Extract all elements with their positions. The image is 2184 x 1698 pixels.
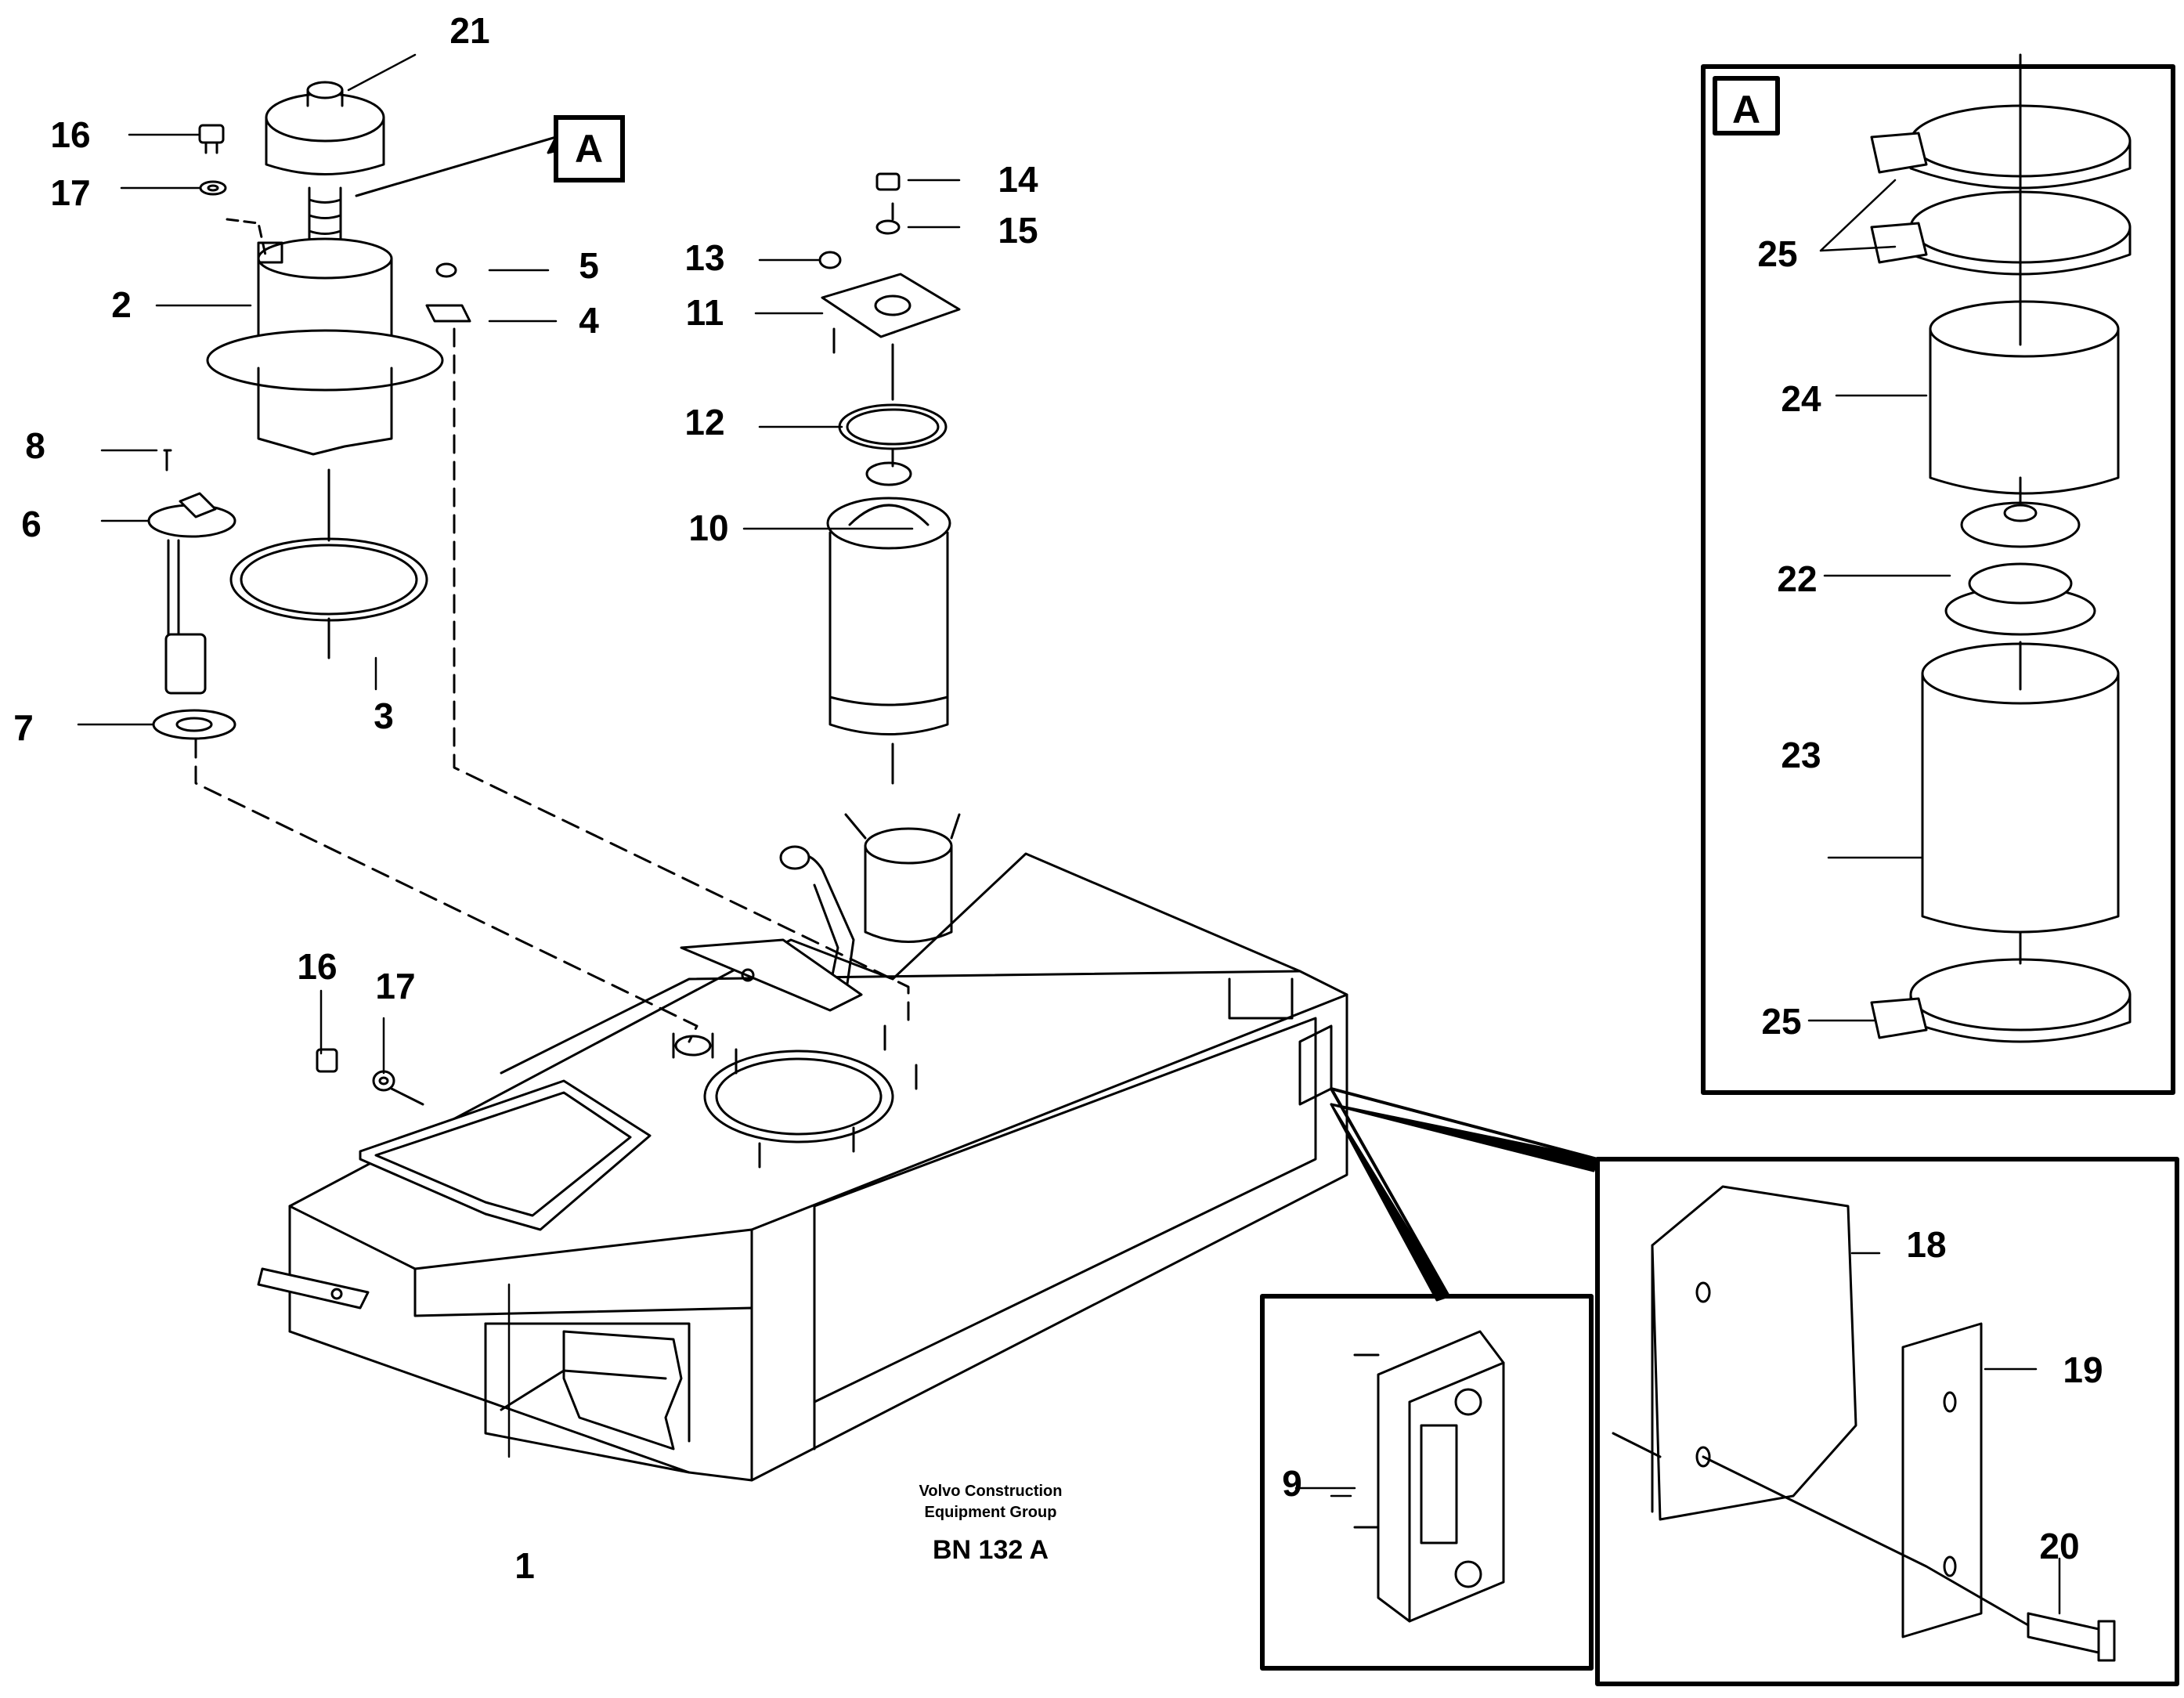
callout-10: 10 [688,508,728,548]
filler-cap-assembly [206,81,444,456]
callout-2: 2 [111,284,132,325]
bolt-16-lower [316,1048,424,1106]
callout-5: 5 [579,245,599,286]
detail-a-parts [1870,53,2132,1043]
detail-box-9 [1260,1294,1594,1671]
drawing-number: BN 132 A [933,1535,1049,1565]
detail-reference-a-label: A [575,127,603,171]
callout-8: 8 [25,425,45,466]
callout-12: 12 [684,402,724,443]
filter-assembly [818,172,961,785]
detail-box-18-20 [1595,1157,2179,1686]
callout-22: 22 [1777,558,1817,599]
callout-14: 14 [998,159,1038,200]
fuel-tank [257,813,1348,1482]
callout-6: 6 [21,504,42,544]
callout-23: 23 [1781,735,1821,775]
callout-3: 3 [374,695,394,736]
callout-21: 21 [449,10,489,51]
callout-13: 13 [684,237,724,278]
callout-4: 4 [579,300,599,341]
callout-17-lower: 17 [375,966,415,1006]
callout-labels: 1 2 3 4 5 6 7 8 9 10 11 12 13 14 15 16 1… [13,10,2103,1586]
callout-7: 7 [13,707,34,748]
gauge-9 [1353,1330,1505,1623]
detail-box-a-label: A [1732,88,1760,132]
callout-25-bottom: 25 [1761,1001,1801,1042]
detail-reference-a: A [554,115,625,182]
callout-18: 18 [1906,1224,1946,1265]
callout-15: 15 [998,210,1038,251]
callout-16-lower: 16 [297,946,337,987]
clip-4-nut-5 [425,262,471,323]
company-line-2: Equipment Group [925,1504,1057,1521]
callout-25-top: 25 [1757,233,1797,274]
callout-9: 9 [1282,1463,1302,1504]
footer: Volvo Construction Equipment Group BN 13… [919,1483,1063,1565]
callout-16-top: 16 [50,114,90,155]
gasket-3 [229,468,428,659]
leader-lines [77,53,2061,1615]
callout-24: 24 [1781,378,1821,419]
callout-19: 19 [2063,1349,2103,1390]
callout-20: 20 [2039,1526,2079,1566]
plates-18-19 [1612,1185,2116,1662]
bolt-16-top [198,124,227,196]
level-sender [147,449,236,740]
company-line-1: Volvo Construction [919,1483,1063,1500]
assembly-lines [194,327,910,1043]
callout-11: 11 [686,292,724,333]
callout-17-top: 17 [50,172,90,213]
callout-1: 1 [514,1545,535,1586]
detail-box-a [1701,64,2175,1095]
